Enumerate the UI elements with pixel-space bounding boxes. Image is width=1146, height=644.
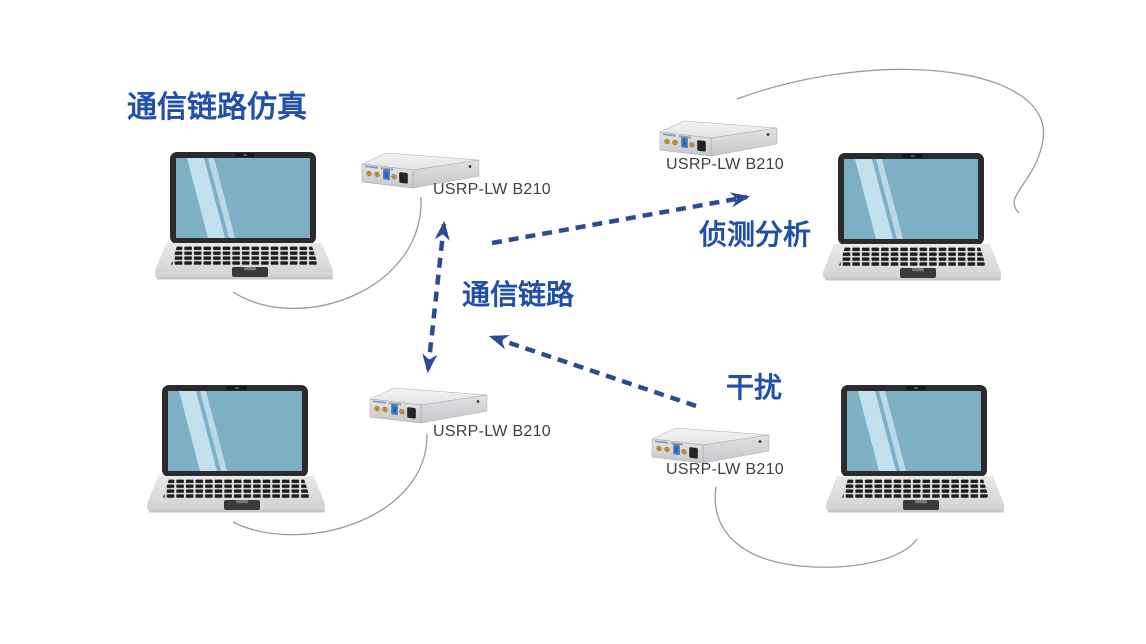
laptop-icon xyxy=(826,381,1016,517)
usrp-label-bottom-left: USRP-LW B210 xyxy=(433,423,552,440)
cable-curve-top-right xyxy=(736,68,1045,214)
laptop-icon xyxy=(155,148,345,284)
usrp-device-bottom-right xyxy=(650,425,772,465)
laptop-icon xyxy=(147,381,337,517)
usrp-icon xyxy=(650,425,772,465)
cable-curve-bottom-right xyxy=(714,486,918,568)
usrp-label-top-right: USRP-LW B210 xyxy=(666,156,785,173)
usrp-label-bottom-right: USRP-LW B210 xyxy=(666,461,785,478)
usrp-device-top-right xyxy=(658,118,780,158)
diagram-title: 通信链路仿真 xyxy=(127,91,307,124)
comm-link-arrow xyxy=(422,220,450,374)
laptop-bottom-right xyxy=(826,381,1016,517)
laptop-icon xyxy=(823,149,1013,285)
usrp-icon xyxy=(368,385,490,425)
laptop-top-right xyxy=(823,149,1013,285)
usrp-label-top-left: USRP-LW B210 xyxy=(433,181,552,198)
cable-curve-bottom-left xyxy=(232,433,428,536)
usrp-device-bottom-left xyxy=(368,385,490,425)
interference-label: 干扰 xyxy=(726,372,783,403)
usrp-icon xyxy=(658,118,780,158)
interference-arrow xyxy=(488,334,697,409)
cable-curve-top-left xyxy=(232,196,422,309)
detection-label: 侦测分析 xyxy=(699,219,812,250)
laptop-top-left xyxy=(155,148,345,284)
comm-link-label: 通信链路 xyxy=(462,279,575,310)
detection-arrow xyxy=(491,192,751,246)
laptop-bottom-left xyxy=(147,381,337,517)
